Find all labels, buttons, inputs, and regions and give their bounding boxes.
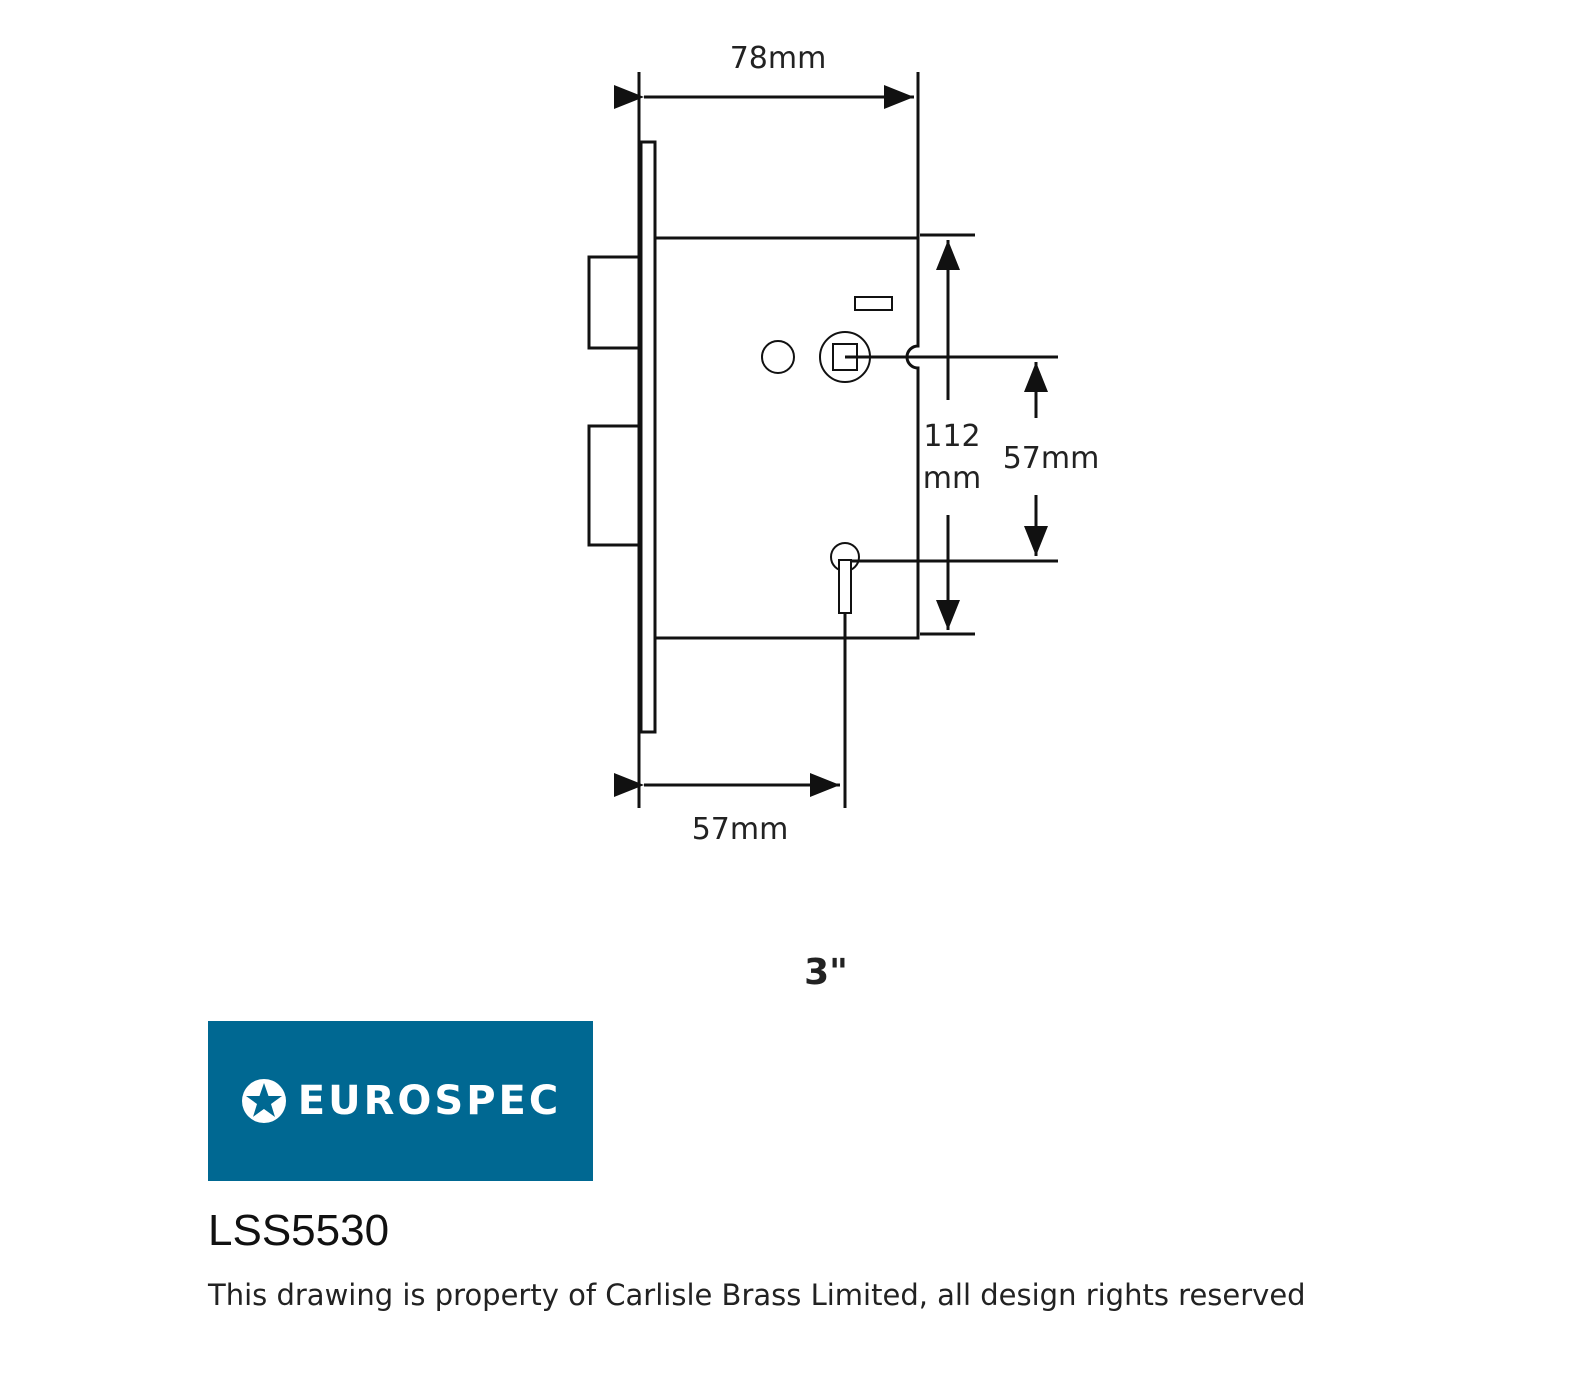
dead-bolt: [587, 424, 641, 547]
brand-name: EUROSPEC: [297, 1078, 562, 1124]
width-label: 78mm: [730, 41, 827, 76]
eurospec-logo: EUROSPEC: [208, 1021, 593, 1181]
lock-drawing: 78mm 112 mm 57mm 57mm 3": [587, 41, 1100, 993]
height-label-number: 112: [923, 419, 980, 454]
height-label-unit: mm: [923, 461, 981, 496]
spindle-hole: [819, 331, 871, 383]
lock-case: [655, 72, 920, 640]
size-label: 3": [804, 952, 848, 993]
latch-bolt: [587, 255, 641, 350]
copyright-notice: This drawing is property of Carlisle Bra…: [208, 1278, 1306, 1312]
slot: [854, 296, 893, 311]
faceplate: [639, 140, 657, 734]
backset-label: 57mm: [692, 812, 789, 847]
product-code: LSS5530: [208, 1206, 390, 1255]
star-circle-icon: [241, 1079, 286, 1123]
fixing-hole: [761, 340, 795, 374]
centres-label: 57mm: [1003, 441, 1100, 476]
